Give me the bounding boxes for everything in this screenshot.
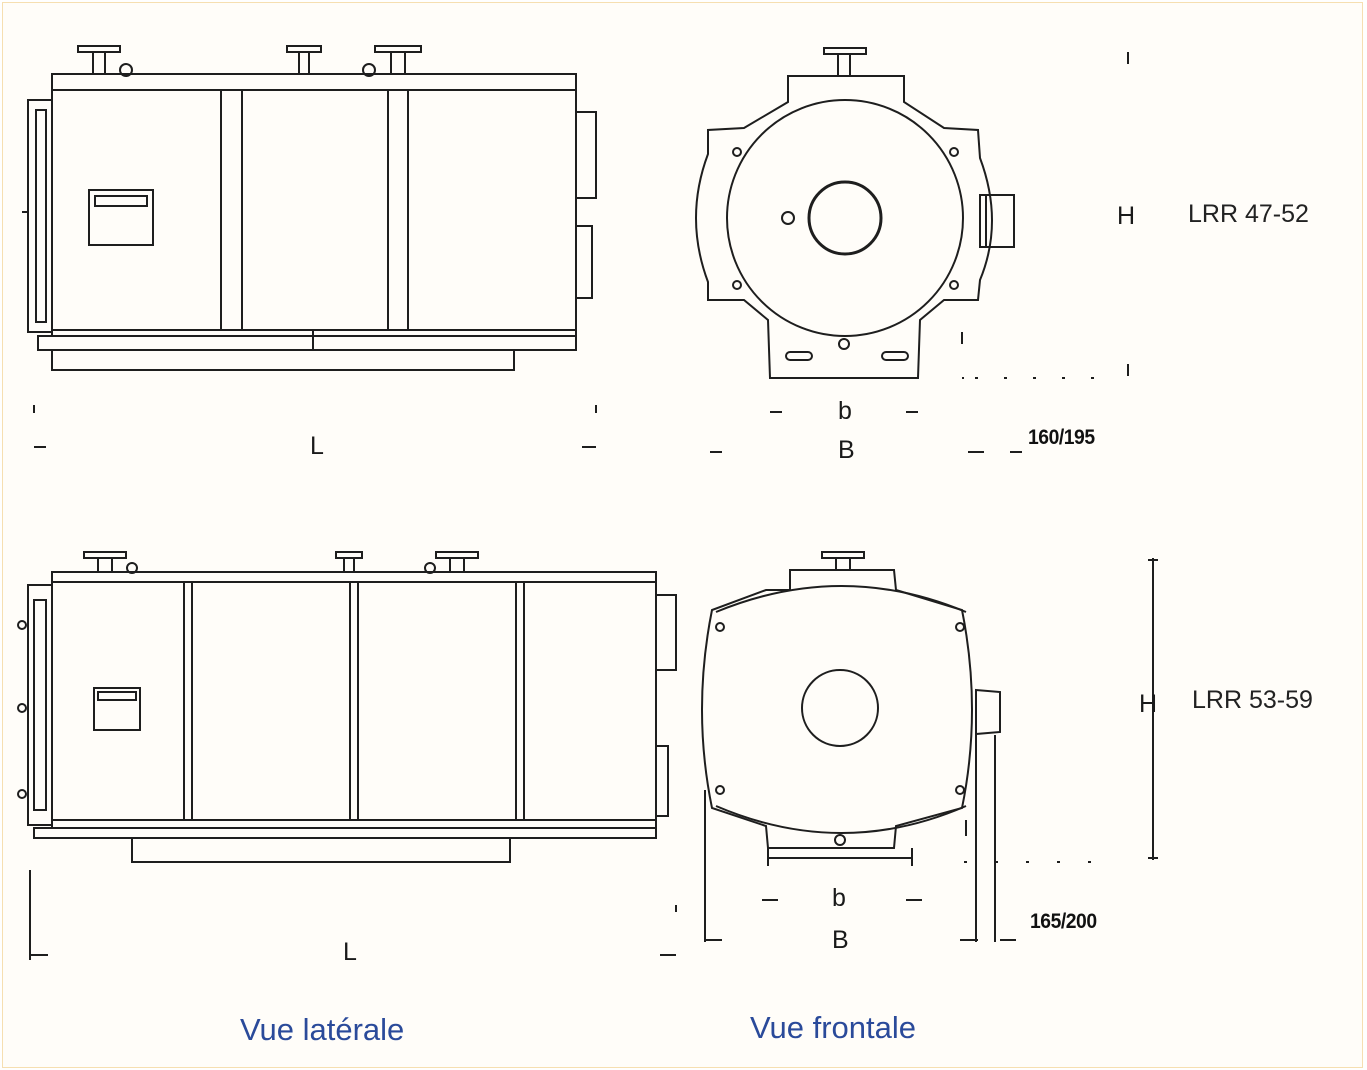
top-overall-width-label: B: [838, 436, 855, 464]
bottom-overall-width-label: B: [832, 926, 849, 954]
bottom-inner-width-label: b: [832, 884, 846, 912]
top-model-label: LRR 47-52: [1188, 200, 1309, 228]
top-inner-width-label: b: [838, 397, 852, 425]
top-front-outline: [695, 75, 993, 379]
top-burner-offset-label: 160/195: [1028, 426, 1095, 449]
front-view-caption: Vue frontale: [750, 1010, 917, 1045]
top-height-label: H: [1117, 202, 1136, 230]
bottom-burner-offset-label: 165/200: [1030, 910, 1097, 933]
top-front-view: [695, 47, 1129, 453]
bottom-front-view: [701, 551, 1158, 942]
side-view-caption: Vue latérale: [240, 1012, 405, 1047]
top-side-length-label: L: [310, 432, 324, 460]
bottom-side-view: [17, 551, 677, 960]
bottom-model-label: LRR 53-59: [1192, 686, 1313, 714]
bottom-side-shell: [51, 571, 657, 829]
top-side-view: [22, 45, 597, 448]
bottom-front-outline: [701, 569, 973, 849]
top-side-nozzles: [77, 45, 422, 77]
bottom-height-label: H: [1139, 690, 1158, 718]
bottom-side-length-label: L: [343, 938, 357, 966]
